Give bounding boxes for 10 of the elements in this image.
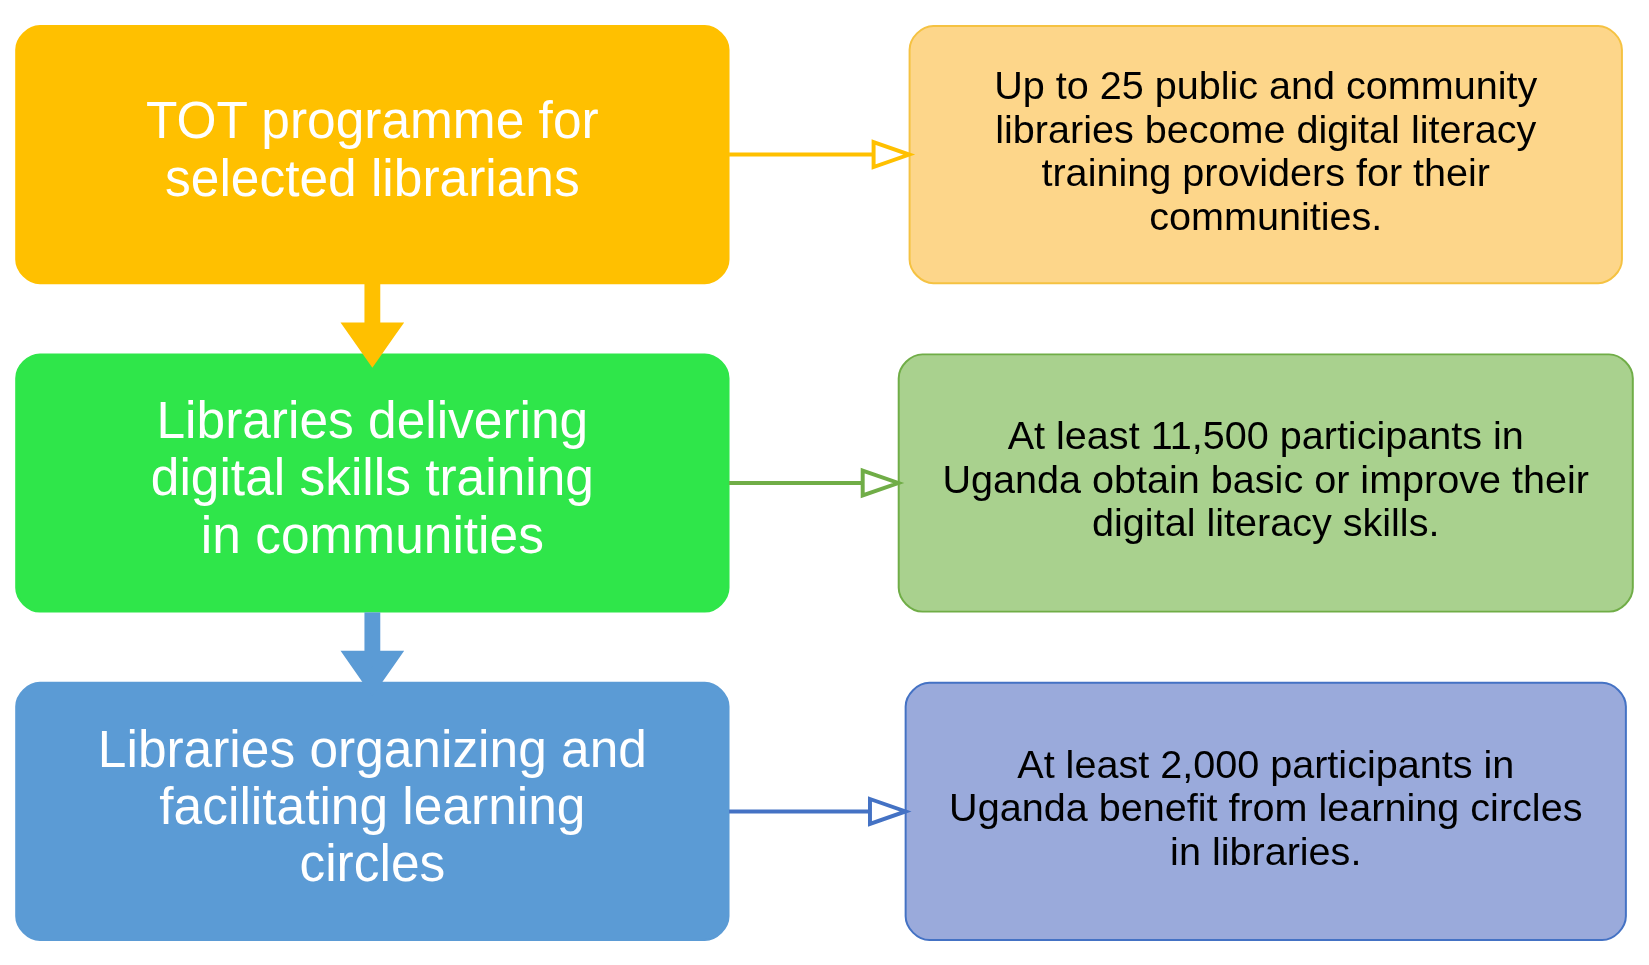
- node-box: Up to 25 public and community libraries become digital literacy training providers for their communities.: [908, 24, 1623, 284]
- arrow: [729, 467, 905, 498]
- node-box: At least 11,500 participants in Uganda obtain basic or improve their digital literacy skills.: [897, 352, 1634, 613]
- arrow: [729, 795, 912, 827]
- node-box: TOT programme for selected librarians: [15, 24, 730, 284]
- node-box: At least 2,000 participants in Uganda benefit from learning circles in libraries.: [904, 681, 1627, 941]
- arrow: [340, 283, 405, 368]
- arrow: [729, 138, 916, 170]
- node-box: Libraries organizing and facilitating learning circles: [15, 681, 730, 941]
- node-box: Libraries delivering digital skills training in communities: [15, 352, 730, 613]
